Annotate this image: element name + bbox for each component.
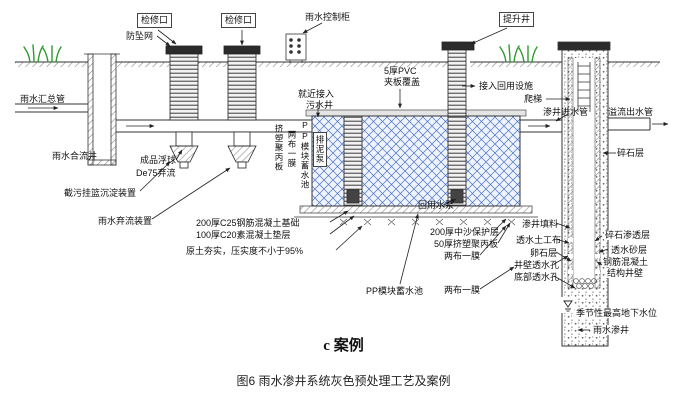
ground-surface	[15, 61, 660, 67]
label-permeable-sand: 透水砂层	[610, 245, 649, 256]
label-gravel-permeable: 碎石渗透层	[604, 230, 652, 241]
label-rain-infiltration-well: 雨水渗井	[592, 325, 631, 336]
label-pvc-cover-2: 夹板覆盖	[384, 77, 421, 87]
figure-caption: 图6 雨水渗井系统灰色预处理工艺及案例	[236, 374, 451, 388]
label-pp-module-tank: PP模块蓄水池	[366, 286, 424, 296]
label-well-inlet-pipe: 渗井进水管	[543, 107, 589, 117]
main-pipe	[116, 117, 651, 133]
label-geo-membrane-1: 两布一膜	[444, 251, 481, 261]
label-reuse-facility: 接入回用设施	[479, 81, 534, 91]
label-anti-fall-net: 防坠网	[126, 31, 154, 41]
grass-icon	[23, 44, 538, 63]
label-rc-wall-1: 钢筋混凝土	[602, 257, 650, 268]
label-rain-main-pipe: 雨水汇总管	[20, 94, 66, 104]
label-well-filler: 渗井填料	[522, 219, 559, 229]
infiltration-well-graphic	[557, 41, 611, 347]
pp-module-tank-graphic	[305, 109, 527, 207]
label-inspection-port-2: 检修口	[221, 13, 257, 28]
label-permeable-geotextile: 透水土工布	[516, 235, 562, 245]
label-sewage-connect-1: 就近接入	[298, 89, 335, 99]
label-geo-membrane-2: 两布一膜	[444, 285, 481, 295]
label-pebble-layer: 卵石层	[530, 248, 558, 258]
inspection-shaft-1	[165, 45, 203, 169]
label-xps-board-vertical: 挤塑聚丙板	[274, 124, 284, 172]
label-lift-well: 提升井	[499, 12, 535, 27]
water-level-icon	[561, 297, 574, 313]
label-sewage-connect-2: 污水井	[306, 100, 334, 110]
inspection-shaft-2	[223, 45, 261, 169]
rain-collection-pipe	[15, 103, 88, 113]
label-concrete-foundation: 200厚C25钢筋混凝土基础	[196, 218, 300, 228]
label-overflow-pipe: 溢流出水管	[608, 107, 654, 117]
case-label: c 案例	[323, 338, 364, 354]
label-reuse-pump: 回用水泵	[418, 200, 455, 210]
ladder-icon	[577, 62, 591, 112]
label-wall-holes: 井壁透水孔	[514, 260, 560, 270]
label-plain-concrete: 100厚C20素混凝土垫层	[196, 230, 291, 240]
label-sand-protection: 200厚中沙保护层	[430, 227, 500, 237]
control-cabinet	[285, 33, 307, 63]
label-interception-basket: 截污挂篮沉淀装置	[64, 188, 137, 198]
label-pvc-cover-1: 5厚PVC	[384, 66, 417, 76]
lift-well-shaft	[441, 41, 475, 117]
label-inspection-port-1: 检修口	[137, 13, 173, 28]
label-gravel-layer: 碎石层	[617, 148, 645, 158]
label-groundwater-level: 季节性最高地下水位	[575, 308, 659, 319]
label-xps-board-50: 50厚挤塑聚丙板	[434, 239, 499, 249]
label-pp-module-vertical: PP模块蓄水池	[300, 120, 310, 190]
label-ladder: 爬梯	[524, 94, 543, 104]
label-float-ball-spec: De75弃流	[136, 168, 176, 178]
combined-flow-well	[84, 53, 120, 166]
label-mud-pump-vertical: 排泥泵	[313, 132, 327, 167]
label-bottom-holes: 底部透水孔	[514, 272, 560, 282]
label-rain-control-cabinet: 雨水控制柜	[305, 12, 351, 22]
label-soil-compaction: 原土夯实，压实度不小于95%	[186, 246, 304, 256]
leader-arrows	[28, 22, 669, 332]
label-geo-membrane-vertical: 两布一膜	[287, 130, 297, 168]
label-float-ball: 成品浮球	[140, 155, 177, 165]
pebble-layer-icon	[573, 278, 597, 289]
label-rain-diversion-device: 雨水弃流装置	[98, 216, 153, 226]
label-rain-combined-well: 雨水合流井	[52, 151, 98, 161]
label-rc-wall-2: 结构井壁	[606, 268, 645, 279]
